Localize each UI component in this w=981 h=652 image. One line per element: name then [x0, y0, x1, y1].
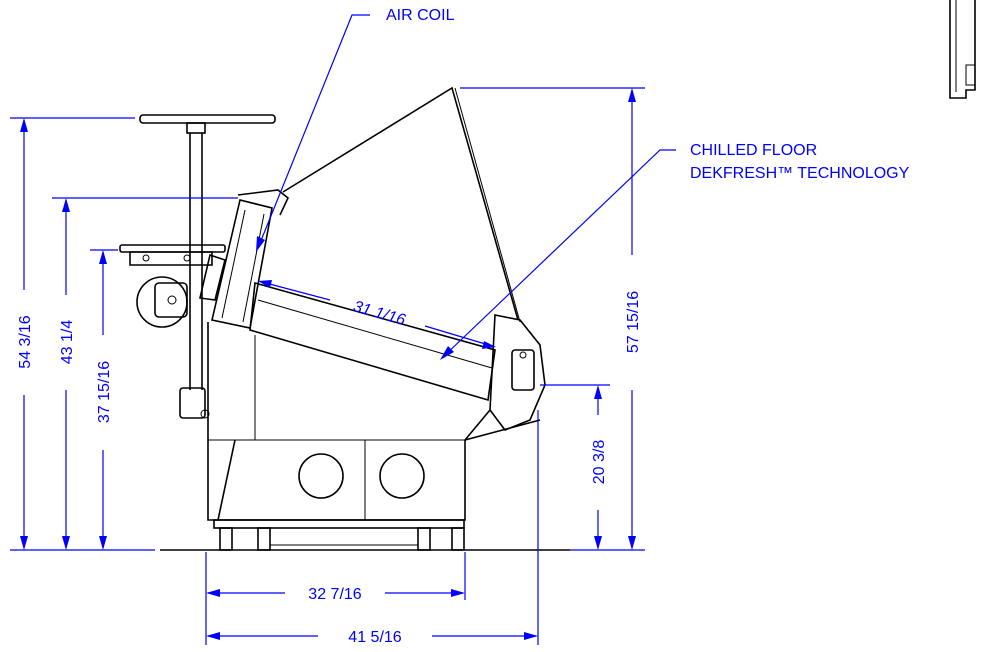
- callout-air-coil-label: AIR COIL: [386, 7, 455, 24]
- deck-inner-line: [257, 299, 493, 369]
- dim-overall-height-right: 57 15/16: [460, 87, 645, 551]
- dim-label-overall-height-left: 54 3/16: [17, 315, 34, 368]
- end-view-thumbnail: [949, 0, 976, 99]
- end-view-outline: [949, 0, 976, 99]
- dim-label-front-height: 20 3/8: [591, 440, 608, 485]
- leg-4: [451, 527, 465, 551]
- dim-label-base-width: 32 7/16: [308, 586, 361, 603]
- dim-label-overall-depth: 41 5/16: [348, 629, 401, 646]
- dimensions: 54 3/16 43 1/4 37 15/16: [10, 87, 645, 646]
- cabinet-front-slope: [464, 419, 541, 441]
- dim-overall-height-left: 54 3/16: [10, 117, 155, 551]
- front-control-box: [511, 349, 535, 391]
- vent-right: [379, 453, 425, 499]
- display-case-outline: [119, 86, 570, 551]
- front-glass-inner: [454, 87, 521, 323]
- dim-label-glass-height: 43 1/4: [59, 320, 76, 365]
- callout-chilled-floor: CHILLED FLOOR DEKFRESH™ TECHNOLOGY: [440, 142, 910, 360]
- leg-3: [417, 527, 431, 551]
- top-shelf: [139, 114, 276, 124]
- dim-label-overall-height-right: 57 15/16: [625, 291, 642, 353]
- callout-chilled-floor-line1: CHILLED FLOOR: [690, 142, 817, 159]
- dim-deck-depth: 31 1/16: [258, 280, 496, 349]
- lower-shelf: [119, 244, 226, 253]
- dim-front-height: 20 3/8: [540, 384, 610, 550]
- cabinet-body: [207, 322, 491, 521]
- lower-shelf-bracket: [129, 251, 213, 266]
- dim-glass-height: 43 1/4: [52, 197, 238, 550]
- dim-label-shelf-height: 37 15/16: [96, 361, 113, 423]
- light-fixture-lens: [154, 282, 188, 318]
- callout-air-coil: AIR COIL: [256, 7, 455, 252]
- vent-left: [298, 453, 344, 499]
- top-shelf-bracket: [186, 122, 206, 134]
- shelf-bolt-1: [142, 254, 150, 262]
- end-view-detail: [965, 64, 976, 86]
- air-coil-inner-left: [221, 209, 246, 319]
- dim-label-deck-depth: 31 1/16: [351, 298, 407, 329]
- base-rail: [213, 519, 465, 529]
- leg-1: [219, 527, 233, 551]
- dim-shelf-height: 37 15/16: [90, 249, 118, 550]
- callout-chilled-floor-line2: DEKFRESH™ TECHNOLOGY: [690, 165, 910, 182]
- dim-base-width: 32 7/16: [205, 552, 466, 603]
- light-fixture-housing: [136, 276, 188, 328]
- light-fixture-bolt: [167, 295, 177, 305]
- dim-overall-depth: 41 5/16: [205, 410, 539, 646]
- shelf-bolt-2: [183, 254, 191, 262]
- post-lower-bracket: [179, 387, 206, 419]
- rear-hinge: [199, 253, 226, 301]
- cabinet-rear-slope: [217, 439, 236, 521]
- front-glass: [282, 86, 519, 321]
- post-lower-bolt: [200, 409, 210, 419]
- front-control-light: [519, 351, 527, 359]
- sloped-deck: [249, 281, 496, 402]
- front-bumper: [489, 314, 546, 431]
- leg-2: [257, 527, 271, 551]
- rear-top-cap: [237, 189, 289, 216]
- air-coil-inner-right: [242, 213, 265, 323]
